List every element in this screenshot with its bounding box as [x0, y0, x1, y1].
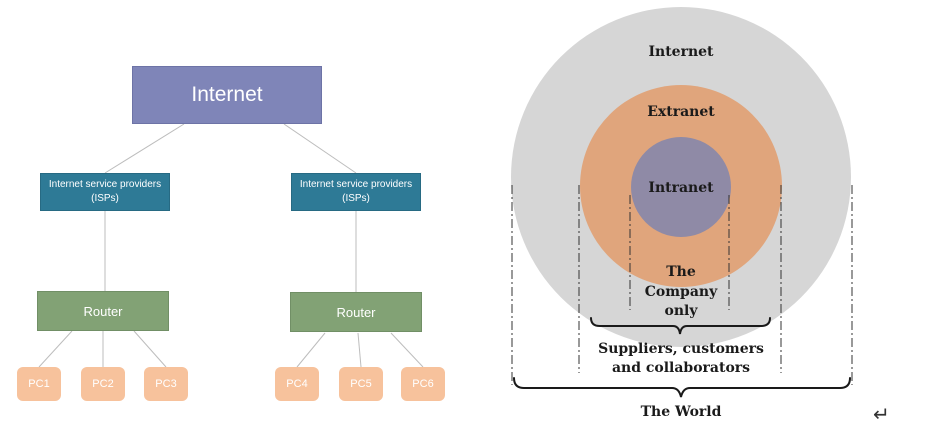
connector-router1-pc1	[38, 330, 73, 368]
company-scope-line1: The	[666, 264, 696, 280]
scope-braces	[513, 317, 851, 398]
connector-router2-pc6	[390, 332, 424, 368]
suppliers-scope-line1: Suppliers, customers	[598, 341, 764, 357]
company-scope-line3: only	[664, 303, 698, 319]
connector-internet-isp2	[283, 123, 357, 174]
router-node-1: Router	[37, 291, 169, 331]
connector-internet-isp1	[104, 123, 185, 174]
connector-router2-pc4	[296, 332, 326, 368]
intranet-ring	[631, 137, 731, 237]
world-scope-label: The World	[640, 404, 722, 420]
pc-node-3: PC3	[144, 367, 188, 401]
isp-node-2: Internet service providers (ISPs)	[291, 173, 421, 211]
connector-router1-pc3	[133, 330, 167, 368]
pc-node-4: PC4	[275, 367, 319, 401]
company-scope-line2: Company	[644, 284, 718, 300]
pc-node-1: PC1	[17, 367, 61, 401]
connector-router2-pc5	[357, 332, 362, 368]
pc-node-5: PC5	[339, 367, 383, 401]
return-arrow-icon: ↵	[873, 402, 890, 426]
extranet-ring-label: Extranet	[647, 104, 715, 120]
isp-node-1: Internet service providers (ISPs)	[40, 173, 170, 211]
pc-node-6: PC6	[401, 367, 445, 401]
world-brace	[513, 377, 851, 398]
router-node-2: Router	[290, 292, 422, 332]
company-brace	[590, 317, 771, 335]
internet-ring-label: Internet	[648, 44, 714, 60]
intranet-ring-label: Intranet	[648, 180, 714, 196]
pc-node-2: PC2	[81, 367, 125, 401]
scope-guide-lines	[511, 185, 853, 385]
internet-node: Internet	[132, 66, 322, 124]
suppliers-scope-line2: and collaborators	[611, 360, 751, 376]
